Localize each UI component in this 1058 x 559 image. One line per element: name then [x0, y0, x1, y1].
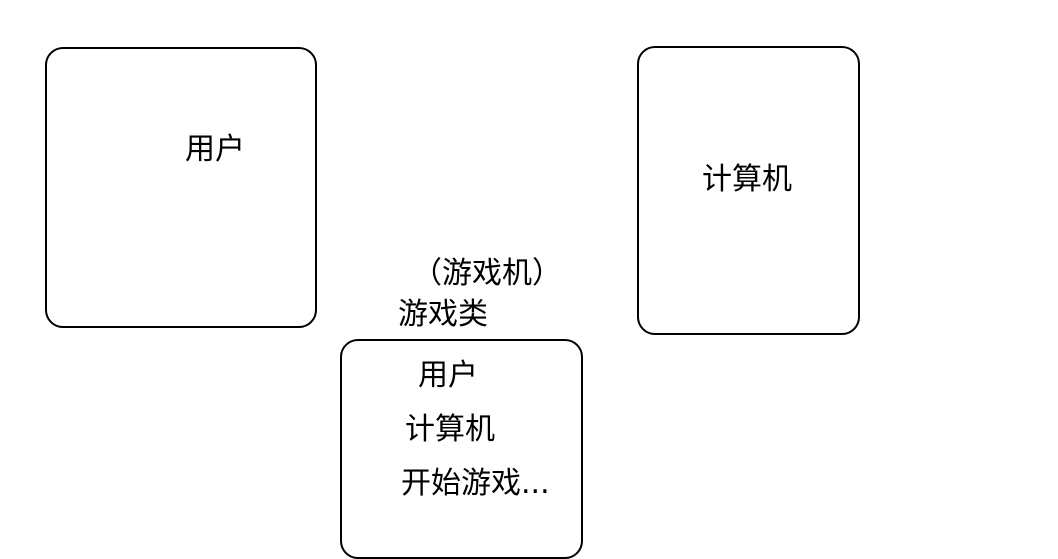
game-member-user: 用户 [418, 358, 478, 393]
game-class-alias: （游戏机） [412, 256, 562, 291]
user-box-label: 用户 [185, 132, 245, 167]
game-class-box: 用户 计算机 开始游戏... [340, 339, 583, 559]
computer-box: 计算机 [637, 46, 860, 335]
game-member-computer: 计算机 [405, 412, 495, 447]
user-box: 用户 [45, 47, 317, 328]
game-class-title: 游戏类 [398, 297, 488, 332]
game-member-start-game: 开始游戏... [401, 466, 550, 501]
computer-box-label: 计算机 [702, 162, 792, 197]
